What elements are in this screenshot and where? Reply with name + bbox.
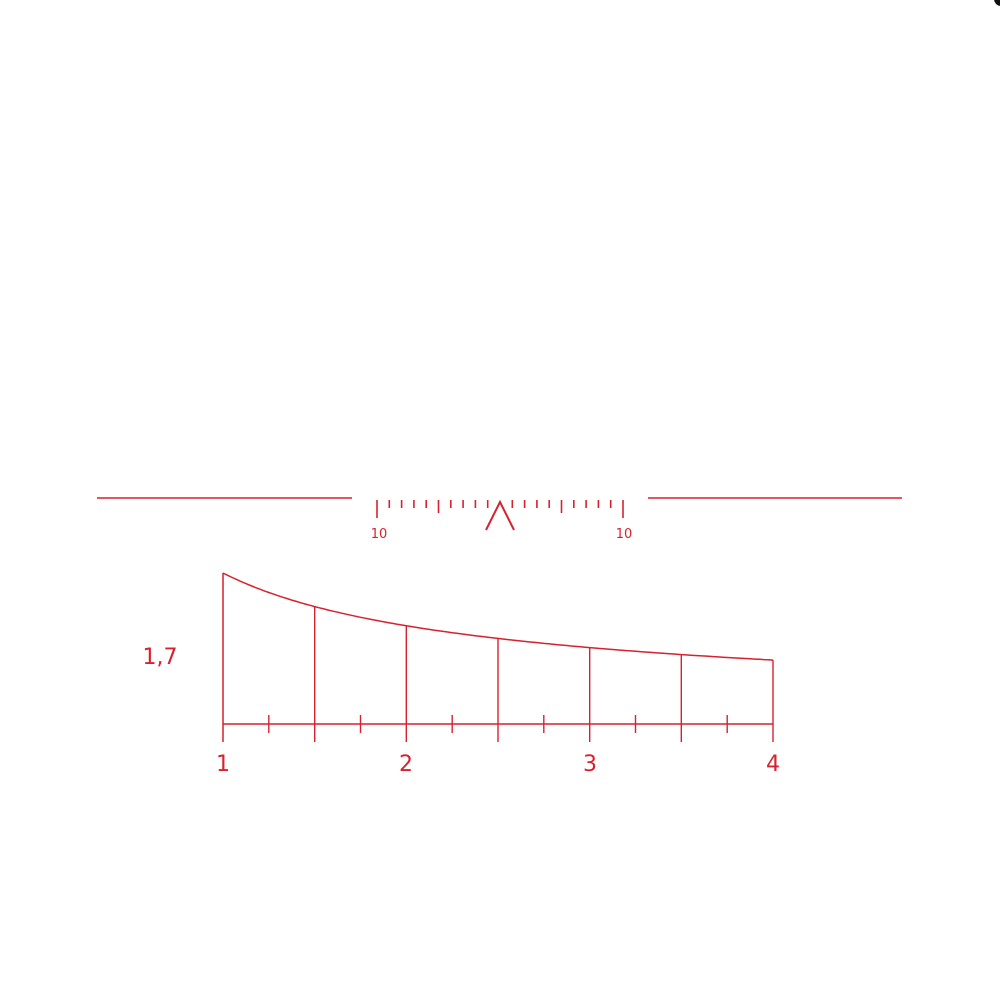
mil-scale-left-label: 10 — [371, 527, 388, 542]
distance-label-3: 3 — [583, 752, 597, 777]
distance-label-1: 1 — [216, 752, 230, 777]
mil-scale — [376, 500, 624, 518]
corner-dot-icon — [994, 0, 1000, 6]
stadia-divisions — [268, 606, 774, 742]
stadia-height-label: 1,7 — [143, 645, 178, 670]
distance-label-2: 2 — [399, 752, 413, 777]
distance-label-4: 4 — [766, 752, 780, 777]
center-chevron-mark — [485, 499, 515, 531]
mil-scale-right-label: 10 — [616, 527, 633, 542]
